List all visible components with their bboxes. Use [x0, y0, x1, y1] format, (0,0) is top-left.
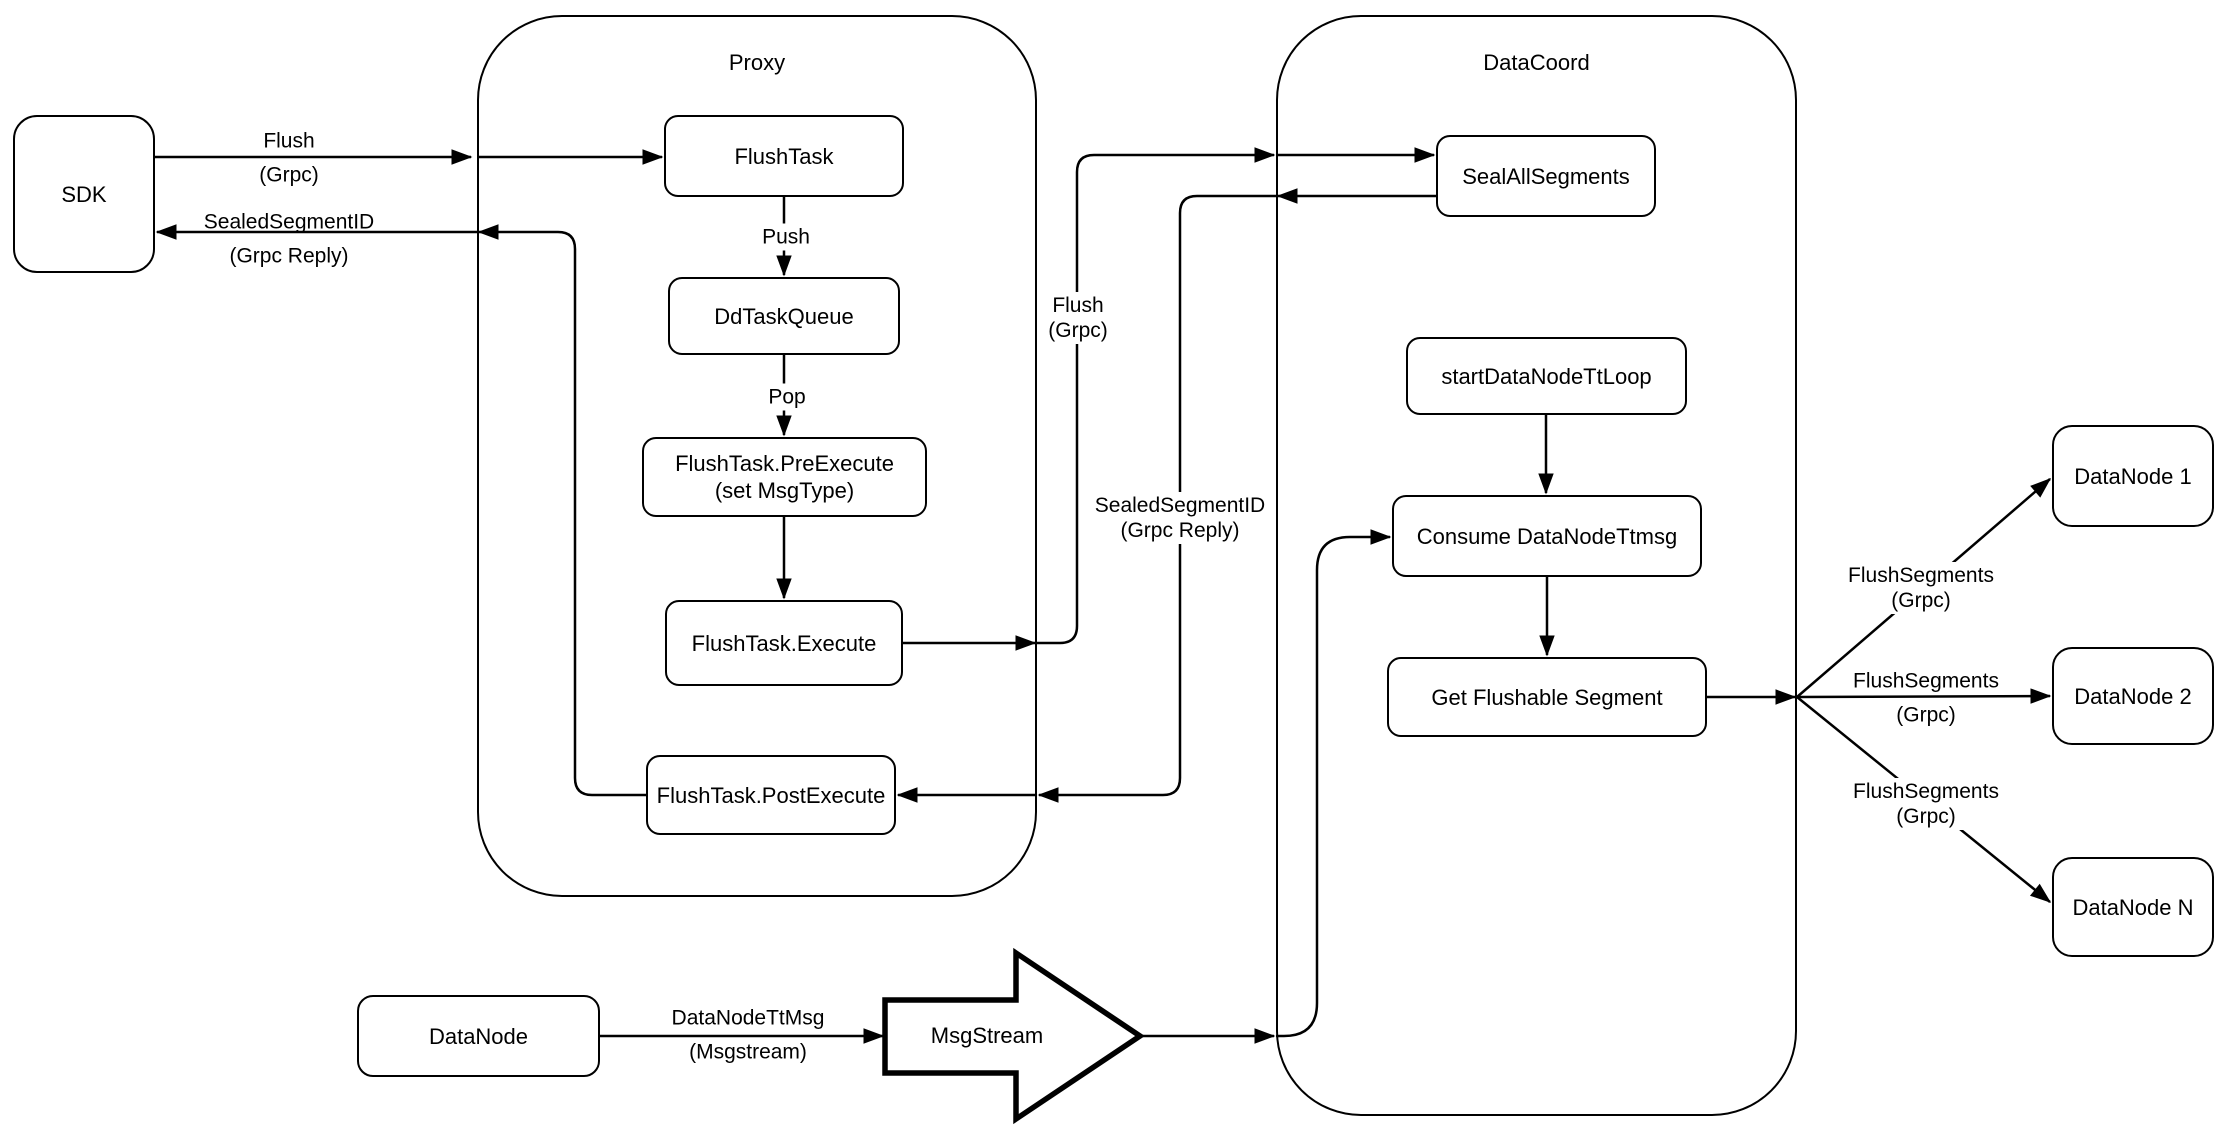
edge-label-push: Push [757, 223, 815, 251]
node-ddtaskqueue-label: DdTaskQueue [714, 303, 854, 329]
edge-label-sealedsegmentid-mid: SealedSegmentID (Grpc Reply) [1089, 492, 1271, 544]
edge-label-pop: Pop [763, 383, 811, 411]
edge-label-sealedsegmentid-sdk: SealedSegmentID (Grpc Reply) [203, 210, 375, 268]
edge-junction-to-datanode2 [1796, 688, 2052, 704]
node-postexecute: FlushTask.PostExecute [646, 755, 896, 835]
msgstream-block-arrow [882, 947, 1145, 1125]
edge-label-flush-grpc-sdk: Flush (Grpc) [259, 129, 319, 187]
node-preexecute-label-line1: FlushTask.PreExecute [675, 451, 894, 476]
node-datanode2-label: DataNode 2 [2074, 683, 2192, 709]
edge-label-datanodettmsg: DataNodeTtMsg (Msgstream) [671, 1006, 825, 1064]
datacoord-container [1276, 15, 1797, 1116]
node-sdk: SDK [13, 115, 155, 273]
node-datanoden: DataNode N [2052, 857, 2214, 957]
node-datanode-label: DataNode [428, 1023, 529, 1049]
datacoord-title: DataCoord [1483, 50, 1590, 75]
node-datanode: DataNode [357, 995, 600, 1077]
node-preexecute: FlushTask.PreExecute (set MsgType) [642, 437, 927, 517]
node-startdatanodettloop-label: startDataNodeTtLoop [1441, 363, 1652, 389]
proxy-title: Proxy [728, 50, 786, 75]
edge-postexecute-to-proxy-edge [477, 224, 646, 797]
node-datanoden-label: DataNode N [2072, 894, 2194, 920]
node-sdk-label: SDK [61, 181, 107, 207]
node-consumedatanodettmsg: Consume DataNodeTtmsg [1392, 495, 1702, 577]
edge-label-flushsegments-1: FlushSegments (Grpc) [1843, 562, 1999, 614]
node-datanode1-label: DataNode 1 [2074, 463, 2192, 489]
proxy-container [477, 15, 1037, 897]
node-datanode1: DataNode 1 [2052, 425, 2214, 527]
edge-label-flush-grpc-mid: Flush (Grpc) [1043, 292, 1113, 344]
node-flushtask-label: FlushTask [734, 143, 834, 169]
node-execute: FlushTask.Execute [665, 600, 903, 686]
node-getflushablesegment-label: Get Flushable Segment [1431, 684, 1663, 710]
node-preexecute-label-line2: (set MsgType) [714, 478, 855, 503]
node-startdatanodettloop: startDataNodeTtLoop [1406, 337, 1687, 415]
node-postexecute-label: FlushTask.PostExecute [656, 782, 886, 808]
edge-label-flushsegments-2: FlushSegments (Grpc) [1853, 669, 1999, 727]
node-flushtask: FlushTask [664, 115, 904, 197]
edge-datacoord-edge-to-consume [1276, 529, 1392, 1038]
node-consumedatanodettmsg-label: Consume DataNodeTtmsg [1416, 523, 1678, 549]
node-sealallsegments: SealAllSegments [1436, 135, 1656, 217]
node-getflushablesegment: Get Flushable Segment [1387, 657, 1707, 737]
node-sealallsegments-label: SealAllSegments [1462, 163, 1630, 189]
edge-proxy-edge-to-datacoord [1037, 147, 1276, 645]
edge-label-flushsegments-3: FlushSegments (Grpc) [1848, 778, 2004, 830]
msgstream-label: MsgStream [930, 1023, 1044, 1048]
node-ddtaskqueue: DdTaskQueue [668, 277, 900, 355]
node-execute-label: FlushTask.Execute [691, 630, 877, 656]
node-datanode2: DataNode 2 [2052, 647, 2214, 745]
